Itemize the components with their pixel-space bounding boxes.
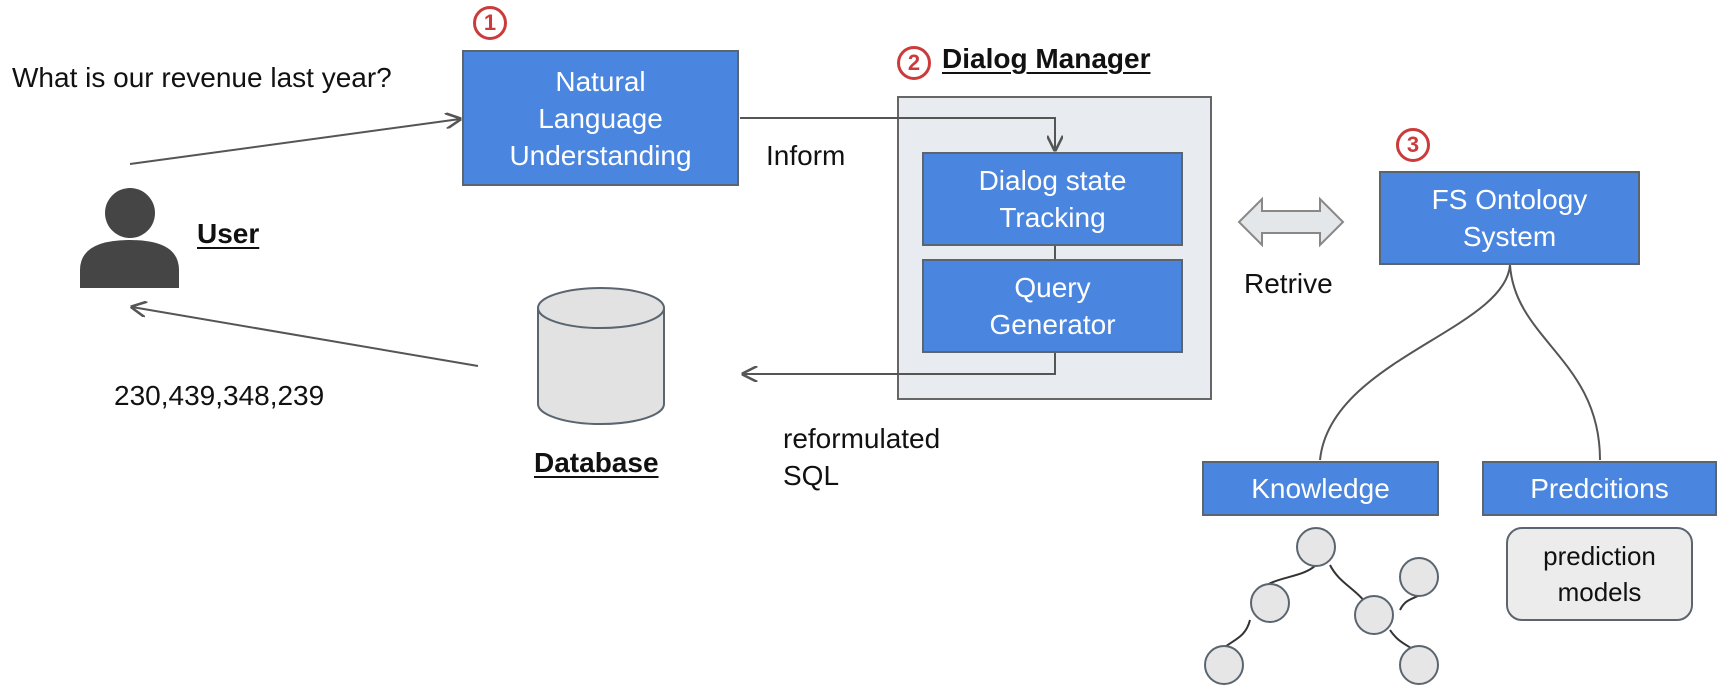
query-to-database-arrow: [743, 353, 1056, 374]
step-marker-2: 2: [897, 46, 931, 80]
user-icon: [80, 188, 179, 288]
nlu-box: Natural Language Understanding: [462, 50, 739, 186]
query-generator-box: Query Generator: [922, 259, 1183, 353]
dialog-state-tracking-box: Dialog state Tracking: [922, 152, 1183, 246]
user-to-nlu-arrow: [129, 119, 460, 165]
predictions-label: Predcitions: [1530, 473, 1669, 504]
knowledge-box: Knowledge: [1202, 461, 1439, 516]
nlu-label: Natural Language Understanding: [509, 65, 692, 171]
dst-label: Dialog state Tracking: [978, 165, 1127, 233]
predictions-box: Predcitions: [1482, 461, 1717, 516]
knowledge-label: Knowledge: [1251, 473, 1390, 504]
retrive-label: Retrive: [1244, 268, 1333, 299]
user-question: What is our revenue last year?: [12, 62, 392, 93]
prediction-models-box: prediction models: [1506, 527, 1693, 621]
database-label: Database: [534, 447, 659, 478]
double-arrow-icon: [1237, 196, 1345, 248]
database-icon: [537, 287, 665, 425]
prediction-models-label: prediction models: [1543, 541, 1656, 607]
ontology-to-knowledge-branch: [1319, 264, 1511, 461]
step-marker-3: 3: [1396, 128, 1430, 162]
ontology-to-predictions-branch: [1509, 264, 1601, 461]
answer-value: 230,439,348,239: [114, 380, 325, 411]
database-to-user-arrow: [132, 307, 479, 367]
nlu-to-dst-arrow: [740, 117, 1055, 150]
fs-ontology-box: FS Ontology System: [1379, 171, 1640, 265]
fs-ontology-label: FS Ontology System: [1431, 184, 1588, 252]
tree-graph-icon: [1204, 527, 1439, 685]
reformulated-sql-label: reformulated SQL: [783, 423, 941, 491]
dialog-manager-title: Dialog Manager: [942, 43, 1151, 74]
user-label: User: [197, 218, 260, 249]
inform-label: Inform: [766, 140, 846, 171]
query-generator-label: Query Generator: [989, 272, 1116, 340]
step-marker-1: 1: [473, 6, 507, 40]
